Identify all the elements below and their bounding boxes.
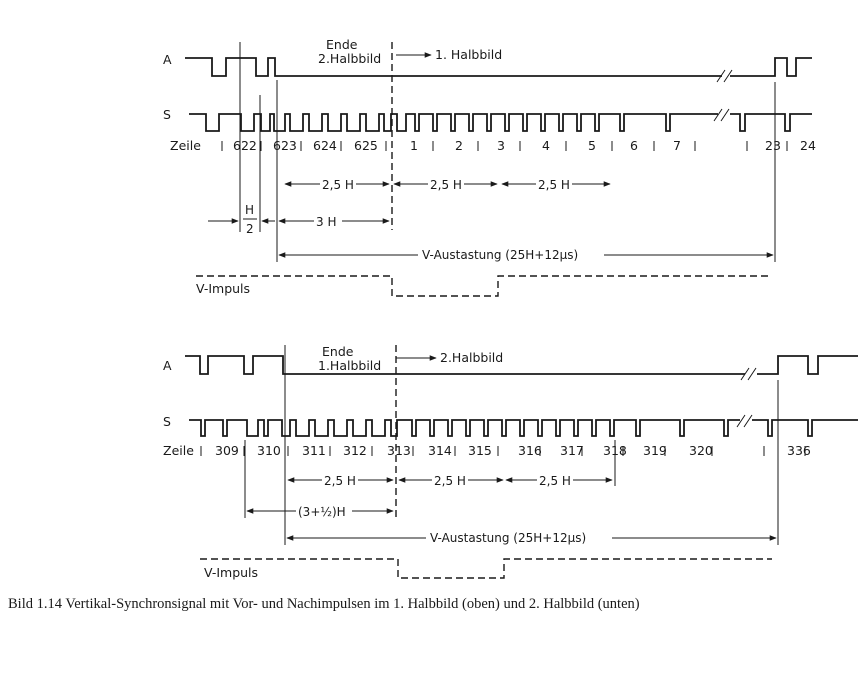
signal-a-trace [185,355,858,375]
sync-timing-diagram: A S Ende 2.Halbbild 1. Halbbild Zeile 62… [163,37,858,580]
line-number: 318 [603,443,627,458]
panel-first-field: A S Ende 2.Halbbild 1. Halbbild Zeile 62… [163,37,816,297]
line-number: 320 [689,443,713,458]
line-number: 1 [410,138,418,153]
next-field-label: 2.Halbbild [440,350,503,365]
v-impulse-trace [196,275,770,297]
zeile-label: Zeile [163,443,194,458]
dim-3h: 3 H [316,215,336,229]
dim-half-h-den: 2 [246,222,254,236]
line-number: 6 [630,138,638,153]
line-number: 24 [800,138,816,153]
line-number: 319 [643,443,667,458]
signal-s-label: S [163,107,171,122]
line-number: 4 [542,138,550,153]
dim-2-5h: 2,5 H [430,178,462,192]
dim-2-5h: 2,5 H [324,474,356,488]
line-number: 312 [343,443,367,458]
end-field-label-line1: Ende [326,37,358,52]
signal-a-label: A [163,52,172,67]
line-number: 317 [560,443,584,458]
dim-2-5h: 2,5 H [434,474,466,488]
line-number: 2 [455,138,463,153]
signal-s-label: S [163,414,171,429]
signal-s-trace [189,419,858,437]
dim-2-5h: 2,5 H [539,474,571,488]
dim-2-5h: 2,5 H [538,178,570,192]
end-field-label-line1: Ende [322,344,354,359]
blanking-label: V-Austastung (25H+12µs) [422,248,578,262]
zeile-label: Zeile [170,138,201,153]
end-field-label-line2: 2.Halbbild [318,51,381,66]
signal-a-label: A [163,358,172,373]
line-number: 623 [273,138,297,153]
dim-3-5h: (3+½)H [298,505,346,519]
break-mark [713,108,730,122]
line-number: 336 [787,443,811,458]
line-number: 625 [354,138,378,153]
dim-half-h-num: H [245,203,254,217]
line-number: 315 [468,443,492,458]
signal-a-trace [185,57,812,77]
line-number: 3 [497,138,505,153]
line-number: 316 [518,443,542,458]
line-number-row: 309 310 311 312 313 314 315 316 317 318 319 320 336 [200,443,811,458]
line-number: 624 [313,138,337,153]
line-number: 311 [302,443,326,458]
break-mark [736,414,753,428]
line-number: 5 [588,138,596,153]
line-number: 313 [387,443,411,458]
break-mark [740,367,757,381]
v-impulse-label: V-Impuls [204,565,258,580]
blanking-label: V-Austastung (25H+12µs) [430,531,586,545]
line-number: 314 [428,443,452,458]
end-field-label-line2: 1.Halbbild [318,358,381,373]
v-impulse-trace [200,558,772,579]
line-number: 7 [673,138,681,153]
line-number: 309 [215,443,239,458]
figure-caption: Bild 1.14 Vertikal-Synchronsignal mit Vo… [8,596,640,612]
line-number: 622 [233,138,257,153]
dim-2-5h: 2,5 H [322,178,354,192]
line-number: 310 [257,443,281,458]
signal-s-trace [189,113,812,132]
line-number: 23 [765,138,781,153]
next-field-label: 1. Halbbild [435,47,502,62]
break-mark [716,69,733,83]
panel-second-field: A S Ende 1.Halbbild 2.Halbbild Zeile 309… [163,344,858,580]
v-impulse-label: V-Impuls [196,281,250,296]
